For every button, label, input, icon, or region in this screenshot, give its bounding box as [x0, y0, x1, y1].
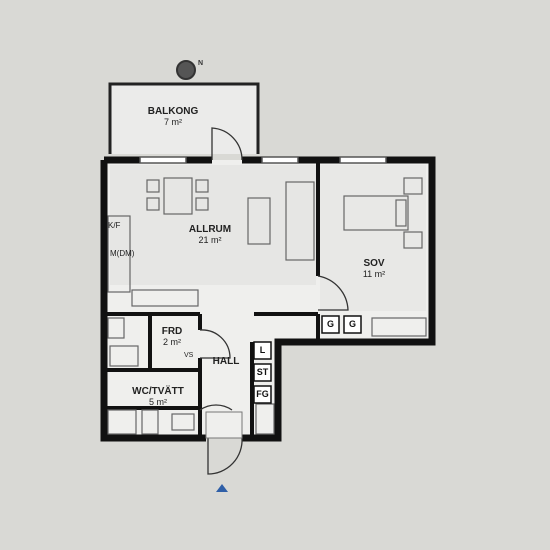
room-hall: HALL [206, 356, 246, 367]
room-area: 2 m² [163, 337, 181, 347]
washer [109, 345, 139, 367]
frd-door-swing [199, 329, 231, 359]
room-balkong: BALKONG 7 m² [138, 106, 208, 128]
pillow [395, 199, 407, 227]
wc-door-swing [199, 404, 233, 411]
room-allrum: ALLRUM 21 m² [180, 224, 240, 246]
wc-sink [171, 413, 195, 431]
allrum-shade [110, 165, 316, 285]
frd-shelving [107, 317, 125, 339]
room-wc-tvatt: WC/TVÄTT 5 m² [120, 386, 196, 408]
nightstand [403, 177, 423, 195]
wardrobe-g2 [343, 315, 362, 334]
room-name: SOV [363, 258, 385, 269]
fixture-fg-label: FG [256, 389, 269, 399]
chair [146, 179, 160, 193]
fixture-st-label: ST [256, 367, 269, 377]
dining-table [163, 177, 193, 215]
wardrobe-sov [371, 317, 427, 337]
room-frd: FRD 2 m² [152, 326, 192, 348]
shower [107, 409, 137, 435]
kitchen-island [131, 289, 199, 307]
room-area: 5 m² [149, 397, 167, 407]
sofa [285, 181, 315, 261]
wc-toilet [141, 409, 159, 435]
balcony-door-swing [211, 127, 243, 161]
compass-icon [176, 60, 196, 80]
doors [199, 127, 349, 475]
compass-north-label: N [198, 60, 204, 67]
room-name: BALKONG [147, 106, 199, 117]
balcony-floor [110, 84, 258, 154]
nightstand [403, 231, 423, 249]
outer-walls [100, 156, 436, 442]
fixture-mdm-label: M(DM) [110, 249, 135, 258]
room-name: HALL [212, 356, 240, 367]
bed [343, 195, 409, 231]
fixture-g1-label: G [326, 319, 334, 329]
interior-walls [106, 163, 320, 438]
sov-door-swing [317, 275, 349, 311]
storage-boxes [253, 315, 362, 404]
chair [146, 197, 160, 211]
entrance-door-swing [207, 437, 243, 475]
chair [195, 179, 209, 193]
window-allrum [139, 156, 187, 164]
room-area: 11 m² [362, 269, 386, 279]
fixture-kf-label: K/F [108, 221, 121, 230]
chair [195, 197, 209, 211]
windows [139, 156, 387, 164]
fixture-g2-label: G [348, 319, 356, 329]
shoe-rack [255, 403, 275, 435]
sov-shade [320, 165, 426, 311]
window-balcony-door [261, 156, 299, 164]
kitchen-counter [107, 215, 131, 293]
entrance-mat [205, 411, 243, 439]
entrance-arrow-icon [216, 484, 228, 492]
coffee-table [247, 197, 271, 245]
room-area: 21 m² [198, 235, 222, 245]
furniture [107, 177, 427, 435]
cabinet-fg [253, 385, 272, 404]
lower-floor [104, 342, 276, 438]
room-name: WC/TVÄTT [132, 386, 184, 397]
fixture-l-label: L [259, 345, 266, 355]
balcony-railing [108, 82, 260, 154]
room-area: 7 m² [164, 117, 182, 127]
room-sov: SOV 11 m² [352, 258, 396, 280]
wardrobe-g1 [321, 315, 340, 334]
cabinet-l [253, 341, 272, 360]
room-name: ALLRUM [188, 224, 232, 235]
window-sov [339, 156, 387, 164]
room-name: FRD [161, 326, 183, 337]
cabinet-st [253, 363, 272, 382]
fixture-vs-label: VS [184, 352, 194, 359]
